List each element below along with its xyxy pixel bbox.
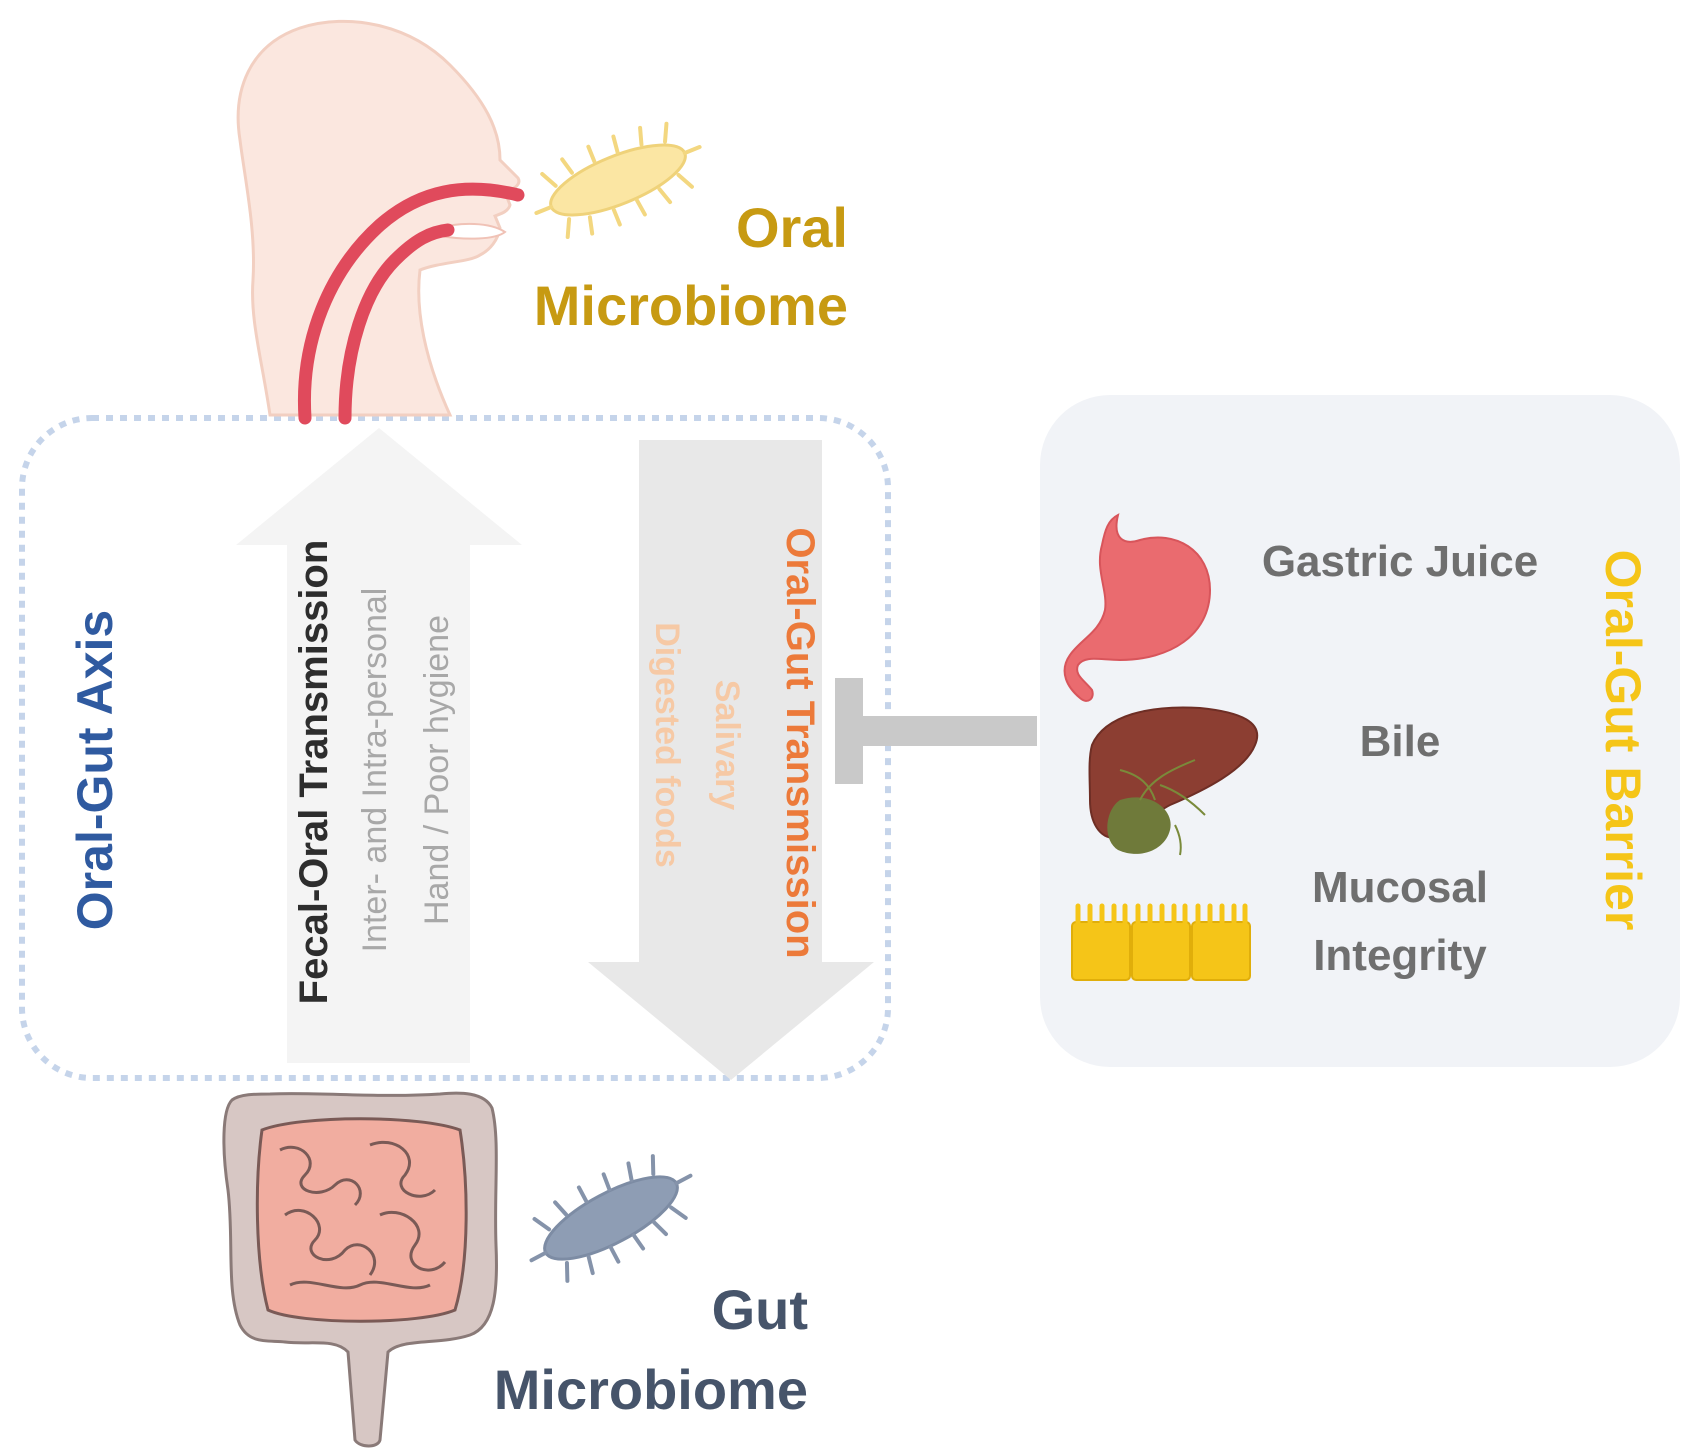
- down-arrow-icon: [588, 440, 874, 1080]
- oral-gut-title: Oral-Gut Transmission: [778, 527, 822, 959]
- mucosal-integrity-label: Mucosal Integrity: [1280, 866, 1520, 978]
- gut-microbiome-label: Gut Microbiome: [468, 1282, 808, 1418]
- oral-gut-sub1: Salivary: [708, 679, 746, 811]
- barrier-title: Oral-Gut Barrier: [1595, 549, 1651, 931]
- mucosal-line1: Mucosal: [1311, 863, 1489, 912]
- head-silhouette-icon: [236, 19, 525, 425]
- bile-label: Bile: [1359, 717, 1441, 766]
- oral-bacterium-icon: [534, 121, 702, 239]
- gut-bacterium-icon: [529, 1154, 693, 1283]
- oral-microbiome-label: Oral Microbiome: [518, 200, 848, 334]
- liver-icon: [1088, 706, 1258, 856]
- oral-gut-axis-box: [19, 415, 891, 1081]
- gut-microbiome-line2: Microbiome: [493, 1358, 808, 1421]
- gut-microbiome-line1: Gut: [711, 1278, 808, 1341]
- intestine-icon: [222, 1091, 498, 1448]
- gastric-juice-label: Gastric Juice: [1261, 537, 1539, 586]
- up-arrow-icon: [236, 428, 522, 1063]
- fecal-oral-title: Fecal-Oral Transmission: [292, 539, 336, 1005]
- oral-gut-sub2: Digested foods: [648, 622, 686, 868]
- oral-gut-axis-label: Oral-Gut Axis: [67, 609, 123, 931]
- oral-microbiome-line2: Microbiome: [533, 274, 848, 337]
- inhibition-arrow-icon: [835, 678, 1037, 784]
- fecal-oral-sub2: Hand / Poor hygiene: [418, 615, 456, 925]
- fecal-oral-sub1: Inter- and Intra-personal: [356, 587, 394, 953]
- mucosal-line2: Integrity: [1313, 931, 1487, 980]
- oral-microbiome-line1: Oral: [735, 196, 848, 259]
- mucosal-cells-icon: [1071, 903, 1251, 981]
- stomach-icon: [1063, 513, 1212, 702]
